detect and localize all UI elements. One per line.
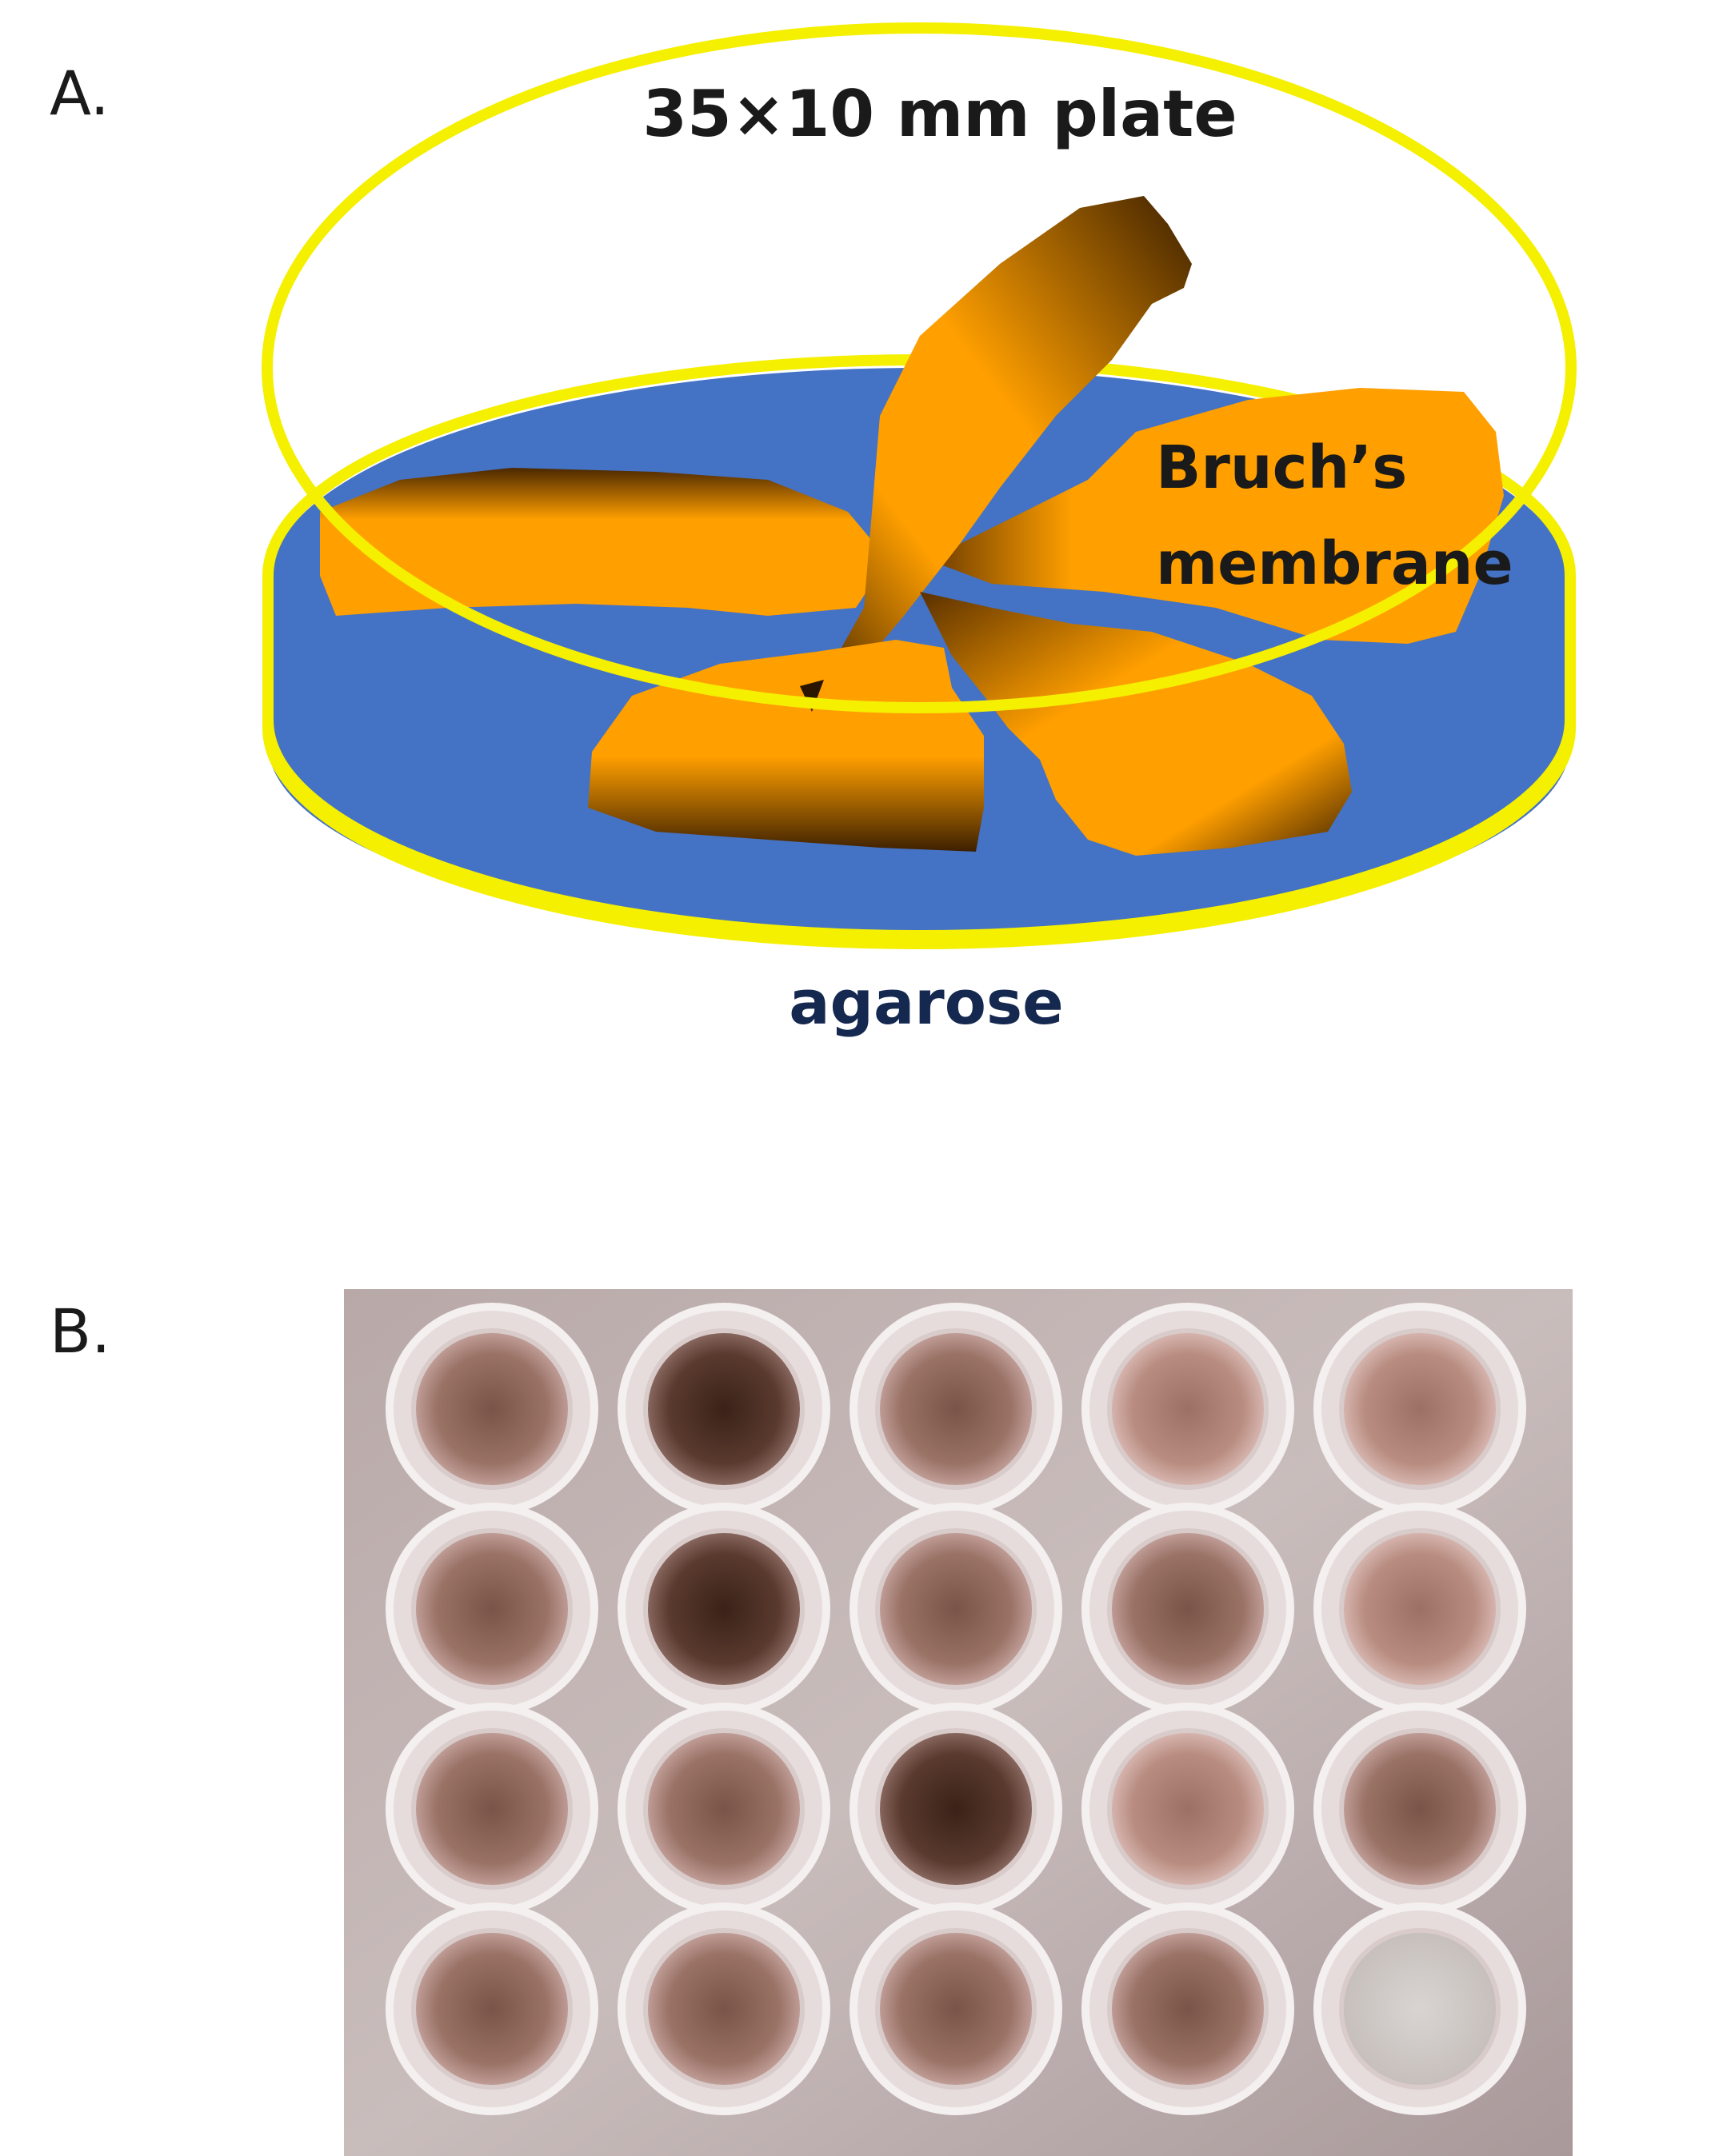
well-tissue — [643, 1528, 805, 1690]
membrane-piece-top — [808, 196, 1192, 696]
membrane-piece-bottom-right — [920, 592, 1352, 856]
well-tissue — [1107, 1928, 1269, 2090]
bruchs-membrane-pieces — [320, 196, 1504, 856]
well-tissue — [875, 1728, 1037, 1890]
well-tissue — [411, 1728, 573, 1890]
well-plate-photo — [344, 1289, 1573, 2156]
well-tissue — [643, 1328, 805, 1490]
well-tissue — [875, 1528, 1037, 1690]
wells-group — [386, 1303, 1526, 2115]
well-tissue — [643, 1728, 805, 1890]
plate-lid-outline — [262, 22, 1577, 713]
well-tissue — [1339, 1928, 1501, 2090]
well-tissue — [1107, 1728, 1269, 1890]
well-tissue — [411, 1928, 573, 2090]
membrane-piece-bottom-left — [588, 640, 984, 852]
membrane-label-line2: membrane — [1156, 529, 1513, 598]
membrane-piece-right — [928, 388, 1504, 644]
well-tissue — [875, 1328, 1037, 1490]
well-tissue — [875, 1928, 1037, 2090]
membrane-fold-tip — [800, 680, 824, 712]
panel-label-b: B. — [50, 1296, 111, 1367]
agarose-label: agarose — [789, 967, 1063, 1038]
well-tissue — [1107, 1328, 1269, 1490]
well-tissue — [1339, 1728, 1501, 1890]
well-tissue — [1339, 1328, 1501, 1490]
well-tissue — [643, 1928, 805, 2090]
plate-label: 35×10 mm plate — [642, 77, 1237, 151]
well-tissue — [1107, 1528, 1269, 1690]
membrane-piece-left — [320, 468, 888, 616]
panel-label-a: A. — [50, 58, 110, 129]
well-tissue — [411, 1328, 573, 1490]
membrane-label-line1: Bruch’s — [1156, 433, 1407, 502]
well-tissue — [1339, 1528, 1501, 1690]
well-tissue — [411, 1528, 573, 1690]
petri-dish-diagram: 35×10 mm plate Bruch’s membrane agarose — [262, 22, 1577, 1038]
